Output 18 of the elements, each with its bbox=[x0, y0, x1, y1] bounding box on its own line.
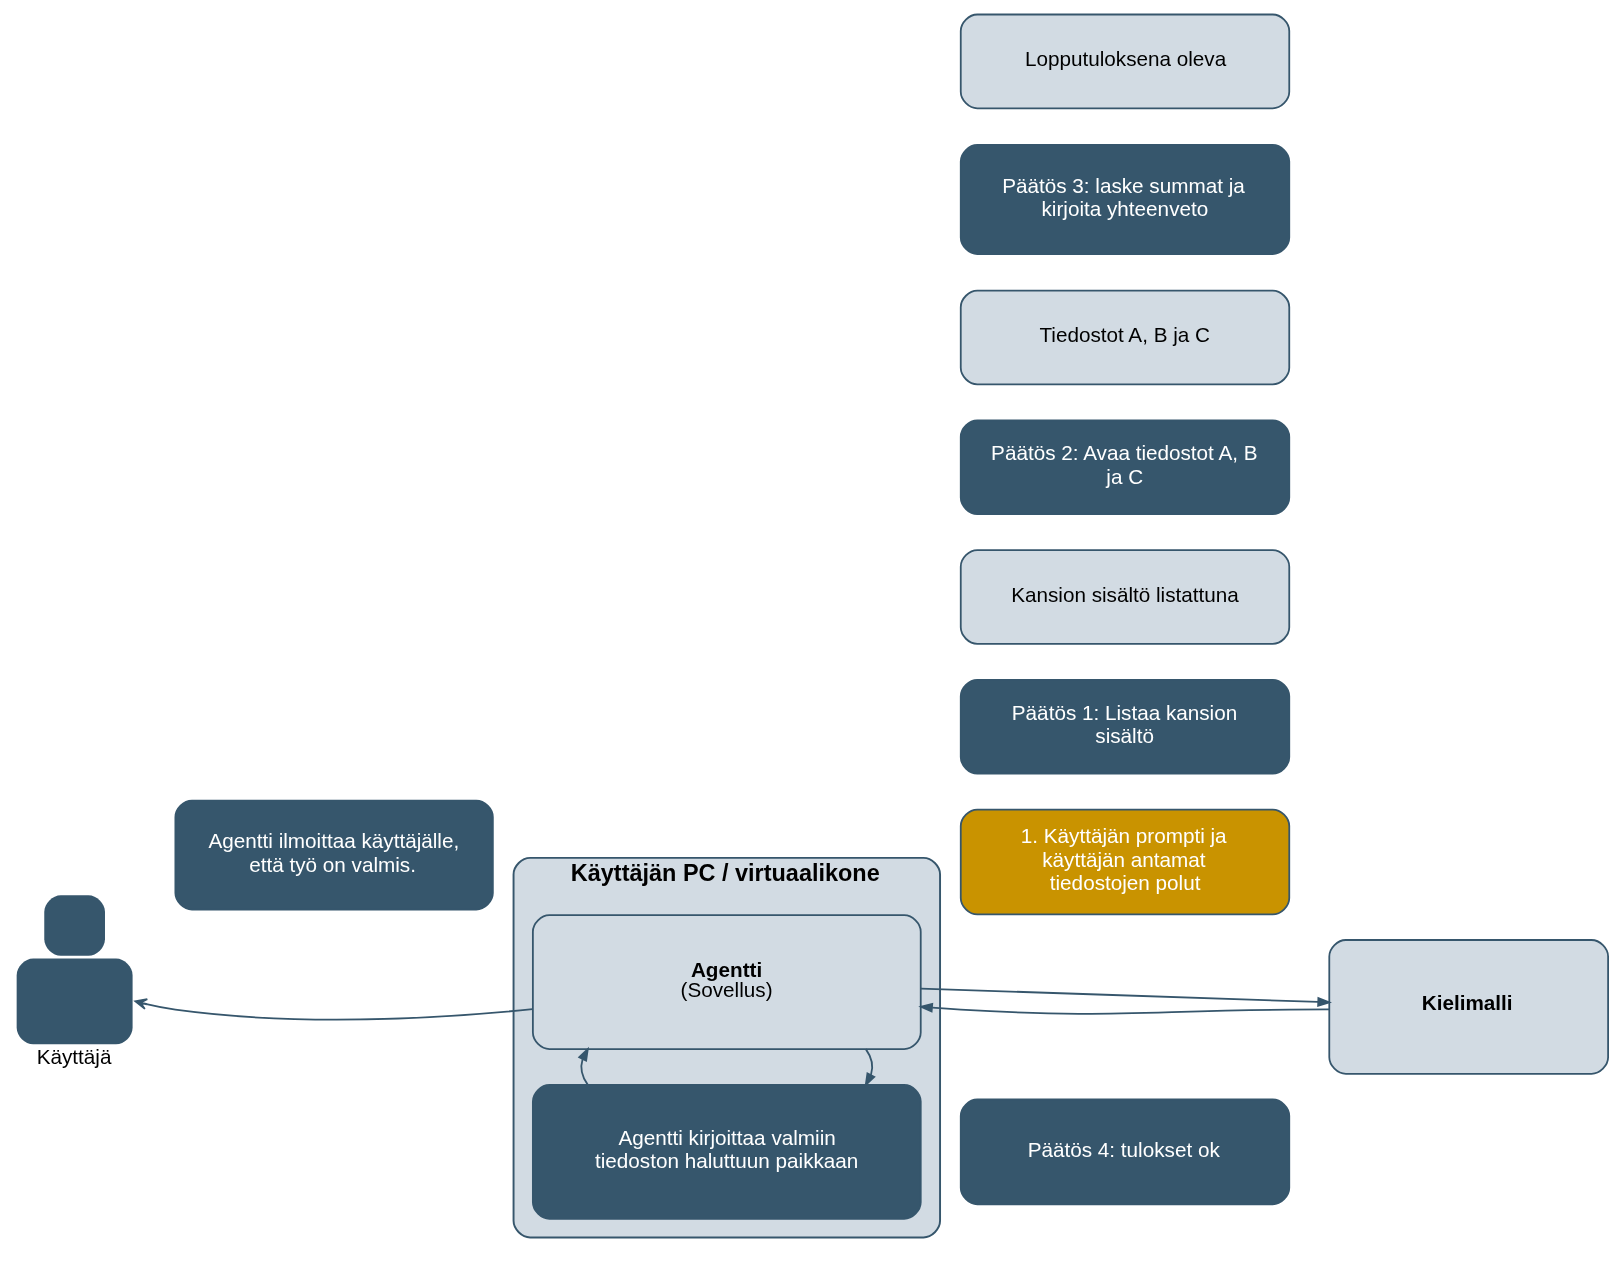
node-box: Agentti (Sovellus) bbox=[532, 913, 922, 1050]
node-box: Päätös 1: Listaa kansion sisältö bbox=[959, 678, 1291, 775]
node-box: 1. Käyttäjän prompti ja käyttäjän antamat tiedostojen polut bbox=[959, 808, 1291, 915]
arrow bbox=[920, 987, 1332, 1007]
arrow bbox=[864, 1047, 876, 1087]
node-box: Agentti kirjoittaa valmiin tiedoston haluttuun paikkaan bbox=[532, 1083, 922, 1220]
node-box: Päätös 3: laske summat ja kirjoita yhteenveto bbox=[959, 143, 1291, 255]
node-box: Kansion sisältö listattuna bbox=[959, 548, 1291, 645]
arrow bbox=[577, 1046, 589, 1086]
node-box: Lopputuloksena oleva bbox=[959, 13, 1291, 109]
node-box: Tiedostot A, B ja C bbox=[959, 289, 1291, 385]
node-box: Päätös 2: Avaa tiedostot A, B ja C bbox=[959, 418, 1291, 515]
arrow bbox=[918, 1002, 1331, 1015]
node-label: Käyttäjä bbox=[36, 1044, 112, 1068]
node-box: Päätös 4: tulokset ok bbox=[959, 1098, 1291, 1205]
node-box: Kielimalli bbox=[1328, 938, 1609, 1075]
node-box: Agentti ilmoittaa käyttäjälle, että työ on valmis. bbox=[174, 799, 494, 910]
arrow bbox=[134, 997, 534, 1020]
